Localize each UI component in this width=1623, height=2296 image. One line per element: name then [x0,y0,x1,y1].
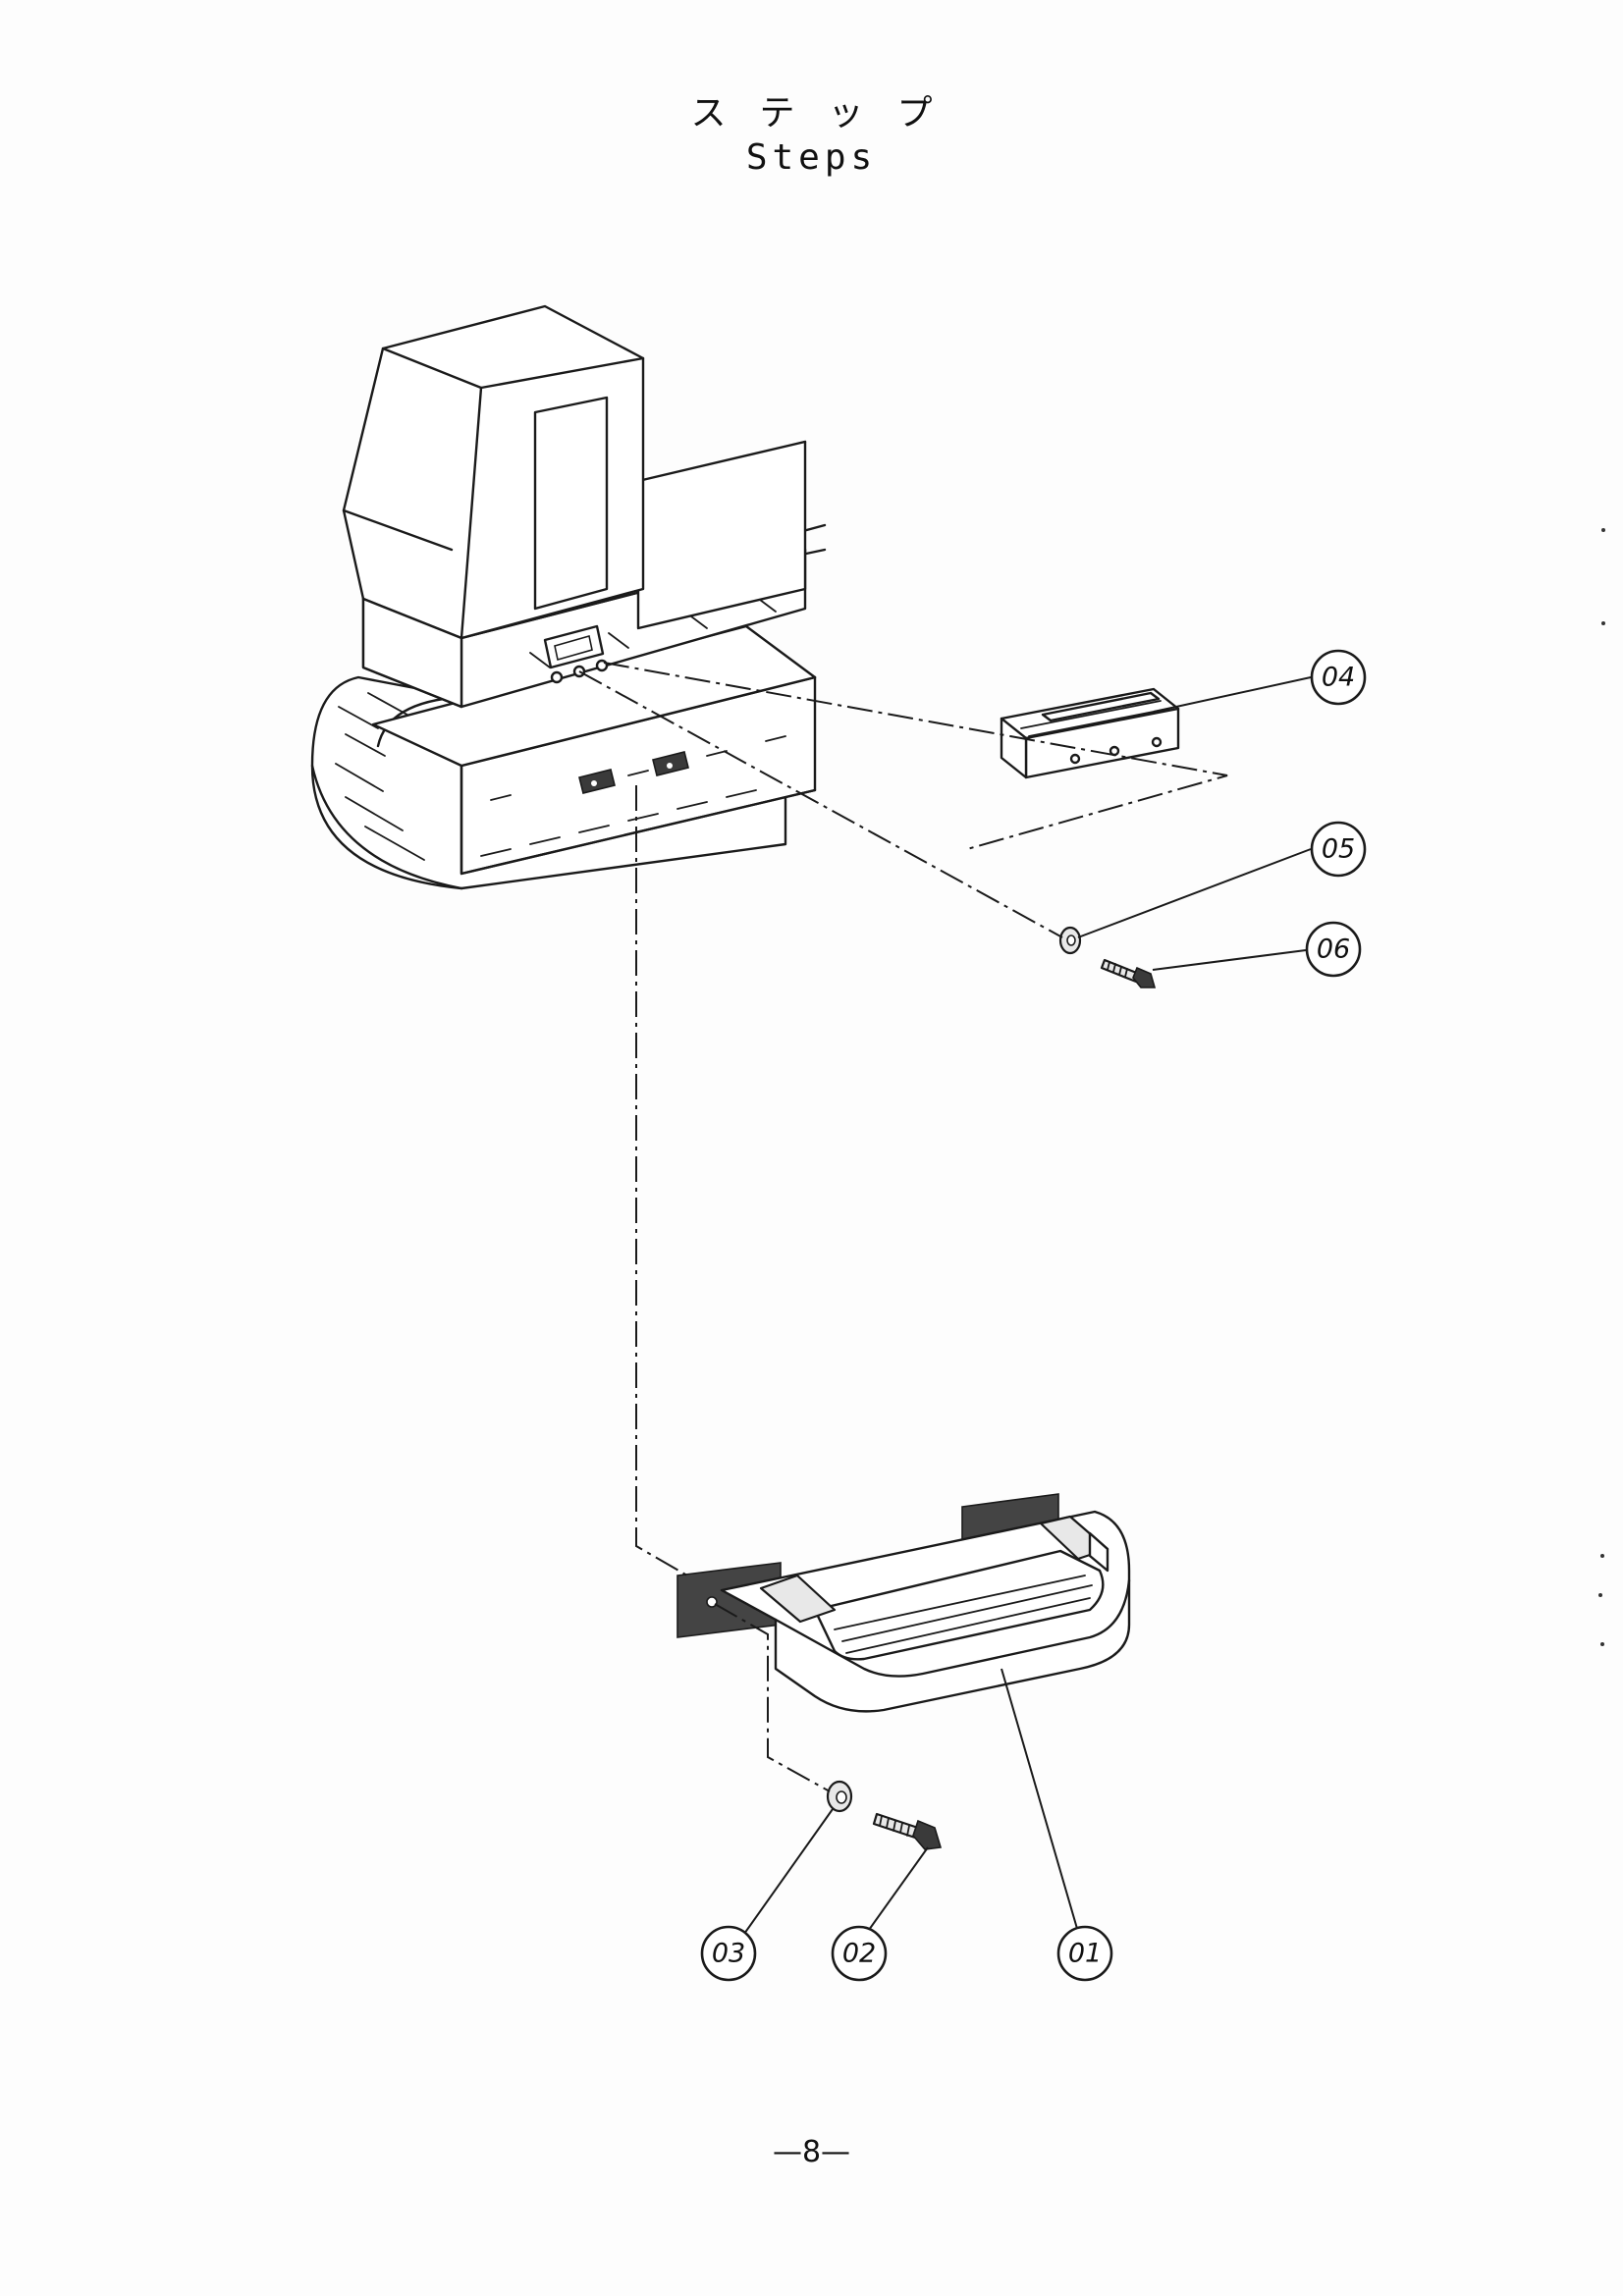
callout-03: 03 [700,1925,757,1982]
callout-01: 01 [1056,1925,1113,1982]
part-01-main-step [676,1493,1131,1713]
title-english: Steps [745,137,878,178]
part-05-washer [1058,926,1082,955]
callout-06: 06 [1305,921,1362,978]
part-04-upper-step [1000,687,1180,779]
page-number: —8— [772,2135,851,2169]
callout-02: 02 [831,1925,888,1982]
callout-04: 04 [1310,649,1367,706]
leader-lines [743,676,1312,1940]
callout-03-label: 03 [712,1939,745,1969]
assembly-lines [578,662,1228,1792]
part-06-bolt [1100,958,1157,988]
part-03-washer [826,1780,853,1813]
callout-05-label: 05 [1322,834,1355,865]
operator-cab [342,304,645,709]
title-japanese: ステップ [690,93,966,133]
upper-step-mount [543,624,609,684]
callout-01-label: 01 [1068,1939,1102,1969]
callout-02-label: 02 [842,1939,876,1969]
callout-06-label: 06 [1317,934,1350,965]
callout-04-label: 04 [1322,663,1355,693]
excavator-illustration [310,304,827,890]
callout-05: 05 [1310,821,1367,878]
scan-specks [1598,528,1605,1646]
part-02-bolt [872,1812,943,1850]
crawler-track [310,624,817,890]
